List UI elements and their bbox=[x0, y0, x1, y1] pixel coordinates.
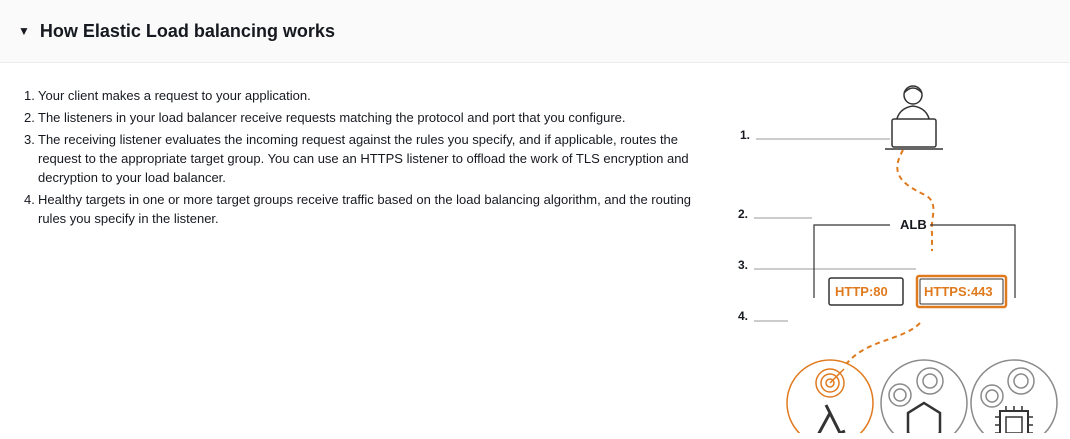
https-listener-box: HTTPS:443 bbox=[915, 274, 1008, 309]
steps-list: 1. Your client makes a request to your a… bbox=[24, 86, 704, 231]
step-text: The listeners in your load balancer rece… bbox=[38, 110, 626, 125]
list-item: 4. Healthy targets in one or more target… bbox=[24, 190, 704, 228]
diagram-step-4-label: 4. bbox=[738, 309, 748, 323]
lambda-target-icon bbox=[786, 359, 874, 433]
list-item: 1. Your client makes a request to your a… bbox=[24, 86, 704, 105]
diagram-step-2-label: 2. bbox=[738, 207, 748, 221]
elb-diagram: 1. 2. 3. 4. ALB bbox=[738, 85, 1058, 433]
https-listener-label: HTTPS:443 bbox=[924, 284, 993, 299]
step-text: Your client makes a request to your appl… bbox=[38, 88, 311, 103]
list-item: 2. The listeners in your load balancer r… bbox=[24, 108, 704, 127]
expandable-section-header[interactable]: ▼ How Elastic Load balancing works bbox=[0, 0, 1070, 63]
step-text: Healthy targets in one or more target gr… bbox=[38, 192, 692, 226]
caret-down-icon[interactable]: ▼ bbox=[18, 24, 30, 38]
step-number: 2. bbox=[24, 110, 35, 125]
diagram-step-3-label: 3. bbox=[738, 258, 748, 272]
instance-target-icon bbox=[970, 359, 1058, 433]
container-target-icon bbox=[880, 359, 968, 433]
step-text: The receiving listener evaluates the inc… bbox=[38, 132, 689, 185]
request-flow-path bbox=[896, 149, 935, 251]
section-title: How Elastic Load balancing works bbox=[39, 20, 335, 41]
list-item: 3. The receiving listener evaluates the … bbox=[24, 130, 704, 187]
client-laptop-icon bbox=[885, 85, 943, 150]
step-number: 1. bbox=[24, 88, 35, 103]
section-content: 1. Your client makes a request to your a… bbox=[0, 63, 1070, 438]
http-listener-box: HTTP:80 bbox=[828, 277, 904, 306]
step-number: 4. bbox=[24, 192, 35, 207]
http-listener-label: HTTP:80 bbox=[835, 284, 888, 299]
diagram-step-1-label: 1. bbox=[740, 128, 750, 142]
step-number: 3. bbox=[24, 132, 35, 147]
alb-box: ALB bbox=[813, 215, 1016, 298]
alb-label: ALB bbox=[900, 217, 927, 232]
